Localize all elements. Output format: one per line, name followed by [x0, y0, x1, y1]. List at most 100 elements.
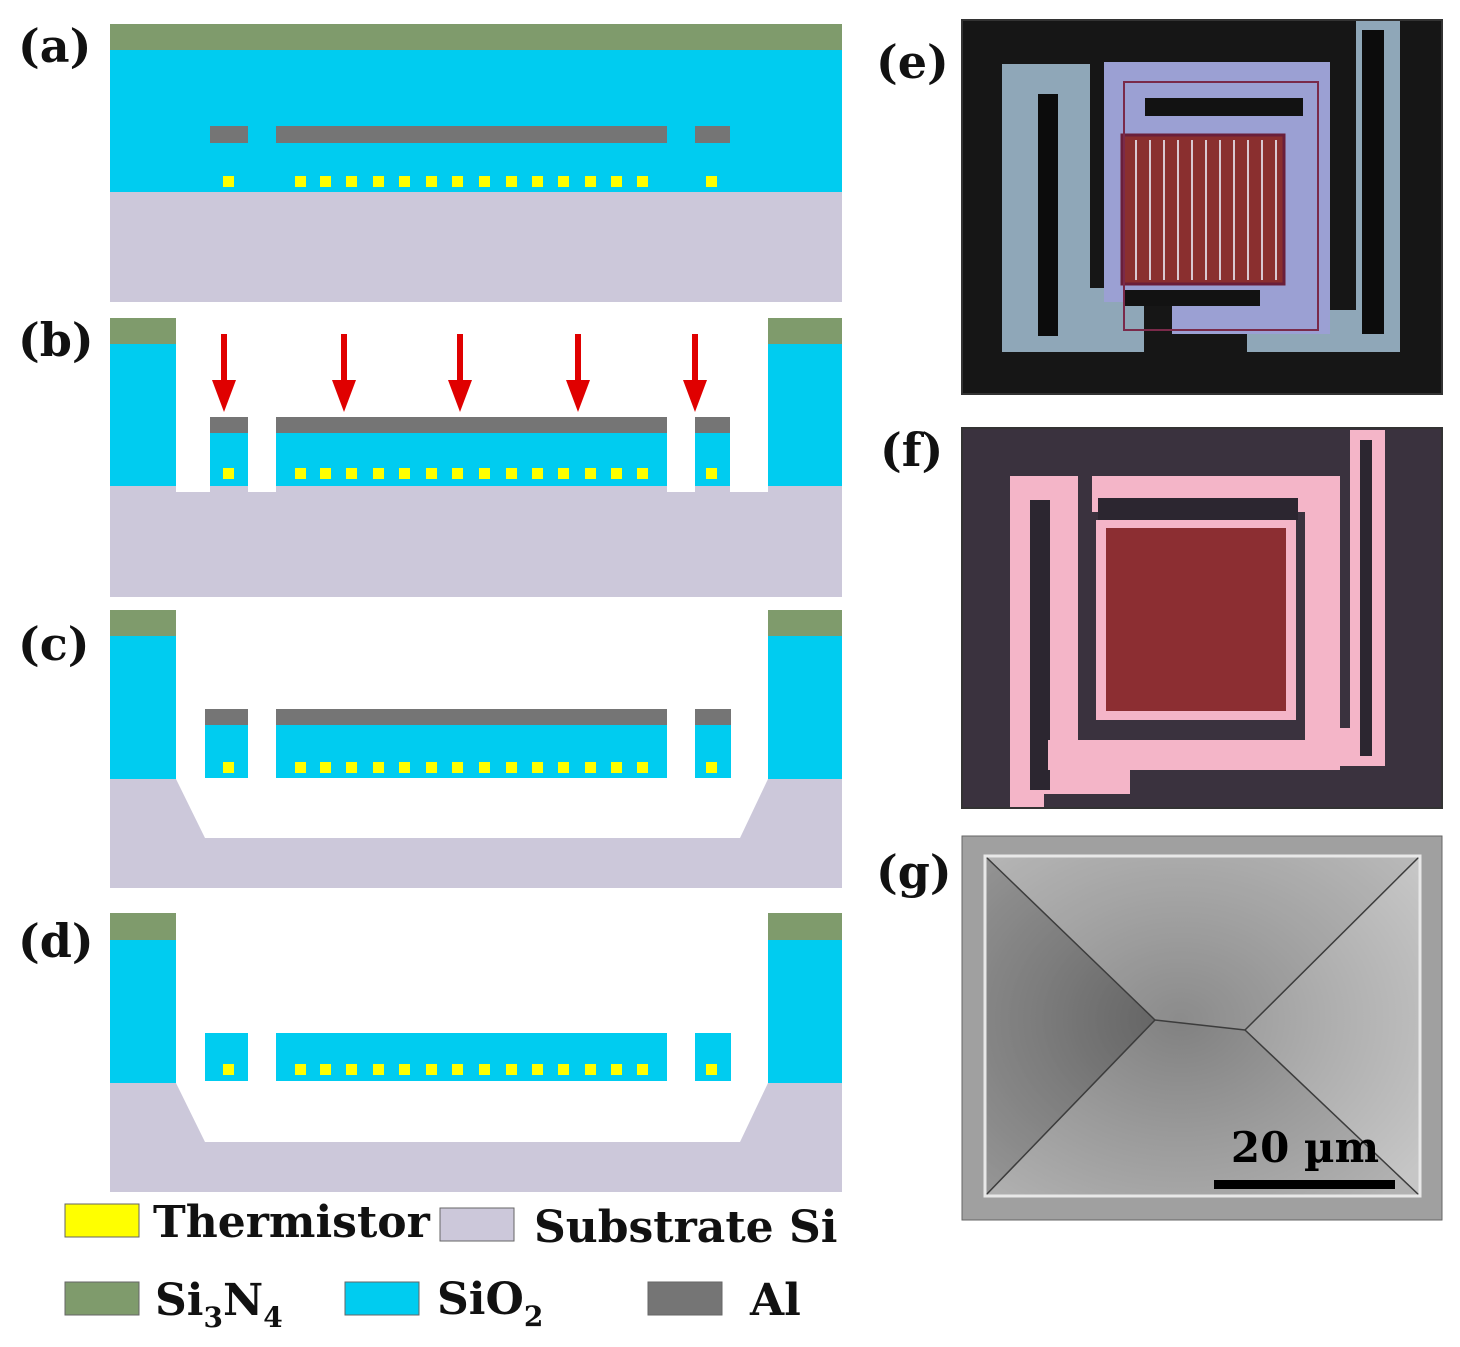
panel-label-e: (e)	[876, 35, 949, 89]
thermistor-square	[295, 1064, 306, 1075]
thermistor-square	[320, 176, 331, 187]
thermistor-square	[637, 176, 648, 187]
thermistor-square	[223, 468, 234, 479]
thermistor-square	[506, 762, 517, 773]
thermistor-square	[532, 176, 543, 187]
al-pad-right	[695, 417, 730, 433]
thermistor-square	[479, 176, 490, 187]
thermistor-square	[223, 762, 234, 773]
al-pad-left	[210, 417, 248, 433]
panel-label-a: (a)	[18, 19, 91, 73]
leg-slots	[1030, 440, 1372, 790]
thermistor-square	[506, 468, 517, 479]
etch-trench-4	[730, 486, 768, 492]
legend-swatch-thermistor	[64, 1203, 140, 1238]
sio2-island-center	[276, 432, 667, 486]
si3n4-block-right	[768, 913, 842, 940]
substrate-si-layer	[110, 192, 842, 302]
scale-bar	[1214, 1180, 1395, 1189]
thermistor-square	[637, 468, 648, 479]
thermistor-square	[558, 176, 569, 187]
thermistor-square	[426, 1064, 437, 1075]
thermistor-square	[426, 176, 437, 187]
si3n4-block-left	[110, 913, 176, 940]
thermistor-square	[373, 176, 384, 187]
etch-arrow	[332, 334, 356, 412]
legend-item-thermistor: Thermistor	[64, 1197, 431, 1248]
legend-swatch-si3n4	[64, 1281, 140, 1316]
thermistor-square	[452, 1064, 463, 1075]
support-legs	[1002, 20, 1400, 352]
panel-label-d: (d)	[18, 914, 94, 968]
panel-d-diagram	[110, 913, 842, 1192]
legend-label-substrate: Substrate Si	[534, 1202, 837, 1253]
thermistor-square	[479, 762, 490, 773]
thermistor-square	[295, 468, 306, 479]
thermistor-square	[452, 468, 463, 479]
thermistor-square	[558, 762, 569, 773]
si3n4-block-left	[110, 610, 176, 636]
sio2-block-right	[768, 940, 842, 1083]
panel-label-b: (b)	[18, 313, 94, 367]
thermistor-square	[399, 1064, 410, 1075]
thermistor-square	[346, 1064, 357, 1075]
micrograph-f	[961, 427, 1443, 809]
thermistor-square	[585, 762, 596, 773]
thermistor-square	[295, 762, 306, 773]
thermistor-square	[611, 762, 622, 773]
thermistor-square	[611, 468, 622, 479]
absorber-center	[1106, 528, 1286, 711]
sio2-island-center	[276, 724, 667, 778]
thermistor-square	[585, 176, 596, 187]
legend-item-sio2: SiO2	[344, 1274, 543, 1333]
thermistor-square	[706, 1064, 717, 1075]
thermistor-square	[399, 468, 410, 479]
si3n4-block-right	[768, 318, 842, 344]
thermistor-square	[585, 468, 596, 479]
thermistor-row	[223, 468, 717, 479]
thermistor-square	[611, 1064, 622, 1075]
thermistor-square	[558, 1064, 569, 1075]
thermistor-square	[426, 468, 437, 479]
al-pad-center	[276, 417, 667, 433]
panel-a-diagram	[110, 24, 842, 302]
scale-bar-label: 20 µm	[1231, 1123, 1379, 1172]
legend-label-al: Al	[749, 1275, 801, 1326]
thermistor-square	[399, 176, 410, 187]
legend-label-sio2: SiO2	[437, 1274, 543, 1333]
thermistor-square	[320, 1064, 331, 1075]
legend: Thermistor Substrate Si Si3N4 SiO2 Al	[64, 1197, 837, 1334]
pyramid-edges	[984, 855, 1421, 1197]
sio2-block-left	[110, 940, 176, 1083]
substrate-si-etched	[110, 1083, 842, 1192]
legend-item-substrate: Substrate Si	[439, 1202, 837, 1253]
thermistor-square	[532, 1064, 543, 1075]
thermistor-square	[558, 468, 569, 479]
legend-swatch-substrate	[439, 1207, 515, 1242]
thermistor-square	[532, 762, 543, 773]
panel-label-g: (g)	[876, 845, 952, 899]
legend-item-si3n4: Si3N4	[64, 1275, 283, 1334]
thermistor-row	[223, 1064, 717, 1075]
legend-label-si3n4: Si3N4	[155, 1275, 283, 1334]
thermistor-square	[706, 468, 717, 479]
panel-b-diagram	[110, 318, 842, 597]
sem-image-g: 20 µm	[961, 835, 1443, 1221]
legend-item-al: Al	[647, 1275, 801, 1326]
thermistor-square	[479, 468, 490, 479]
thermistor-square	[637, 762, 648, 773]
etch-arrow	[683, 334, 707, 412]
membrane-frame	[1048, 476, 1340, 770]
absorber-grid	[1120, 133, 1286, 286]
sio2-layer	[110, 48, 842, 192]
etch-trench-3	[667, 486, 695, 492]
thermistor-square	[223, 176, 234, 187]
etch-trench-2	[248, 486, 276, 492]
thermistor-square	[320, 762, 331, 773]
thermistor-square	[479, 1064, 490, 1075]
panel-label-f: (f)	[880, 423, 943, 477]
thermistor-square	[373, 762, 384, 773]
panel-label-c: (c)	[18, 617, 90, 671]
